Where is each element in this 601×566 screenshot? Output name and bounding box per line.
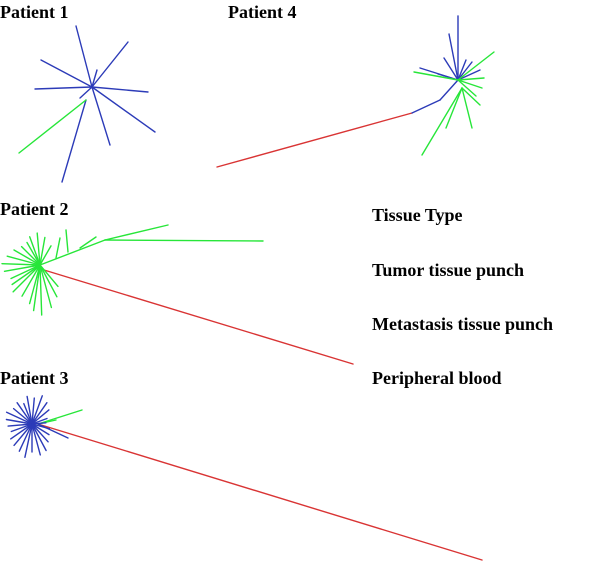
patient-1-branch-metastasis bbox=[91, 41, 129, 88]
patient-2-branch-tumor bbox=[6, 255, 41, 266]
patient-4-branch-tumor bbox=[457, 51, 495, 81]
patient-2-branch-tumor bbox=[12, 264, 41, 293]
patient-2-branch-tumor bbox=[39, 264, 43, 316]
patient-1-branch-metastasis bbox=[91, 86, 149, 93]
patient-3-branch-metastasis bbox=[26, 395, 33, 425]
patient-1-title: Patient 1 bbox=[0, 2, 68, 22]
patient-3-branch-metastasis bbox=[12, 407, 33, 425]
patient-2-branch-tumor bbox=[11, 264, 41, 286]
patient-3-branch-metastasis bbox=[7, 423, 33, 427]
patient-3-branch-metastasis bbox=[16, 402, 33, 425]
patient-1-branch-metastasis bbox=[75, 25, 93, 88]
patient-3-branch-metastasis bbox=[5, 418, 33, 425]
patient-4-branch-blood bbox=[216, 112, 413, 168]
patient-4-branch-tumor bbox=[457, 79, 477, 97]
legend-item-tumor: Tumor tissue punch bbox=[372, 260, 524, 280]
patient-3-title: Patient 3 bbox=[0, 368, 68, 388]
patient-3-branch-metastasis bbox=[31, 395, 43, 425]
patient-4-branch-tumor bbox=[457, 77, 485, 81]
patient-1-branch-metastasis bbox=[40, 59, 93, 88]
patient-4-branch-metastasis bbox=[411, 99, 441, 114]
patient-3-branch-metastasis bbox=[31, 423, 49, 443]
patient-2-title: Patient 2 bbox=[0, 199, 68, 219]
patient-3-branch-metastasis bbox=[31, 423, 50, 436]
patient-4-branch-tumor bbox=[445, 87, 463, 129]
legend-item-metastasis: Metastasis tissue punch bbox=[372, 314, 553, 334]
patient-2-branch-tumor bbox=[79, 236, 97, 249]
patient-2-branch-tumor bbox=[26, 241, 41, 266]
patient-1-branch-metastasis bbox=[79, 86, 93, 99]
patient-1-branch-metastasis bbox=[91, 69, 98, 88]
patient-4-title: Patient 4 bbox=[228, 2, 296, 22]
patient-4-branch-metastasis bbox=[457, 59, 467, 81]
patient-2-branch-tumor bbox=[28, 264, 41, 305]
patient-4-branch-tumor bbox=[421, 87, 463, 156]
patient-2-branch-tumor bbox=[39, 236, 46, 266]
patient-2-branch-tumor bbox=[36, 232, 41, 266]
patient-3-branch-metastasis bbox=[23, 402, 33, 425]
patient-2-branch-tumor bbox=[104, 224, 169, 241]
patient-4-tree bbox=[216, 15, 495, 168]
patient-3-branch-metastasis bbox=[31, 402, 48, 425]
patient-2-branch-tumor bbox=[39, 264, 53, 309]
patient-4-branch-tumor bbox=[413, 71, 459, 81]
patient-3-branch-metastasis bbox=[5, 411, 33, 425]
patient-3-tree bbox=[5, 395, 483, 561]
patient-4-branch-tumor bbox=[461, 87, 481, 106]
patient-4-branch-metastasis bbox=[457, 61, 473, 81]
patient-4-branch-tumor bbox=[461, 87, 473, 129]
patient-2-branch-tumor bbox=[39, 264, 59, 288]
patient-3-branch-metastasis bbox=[9, 423, 33, 440]
patient-2-branch-tumor bbox=[13, 249, 41, 266]
patient-3-branch-metastasis bbox=[31, 423, 51, 430]
patient-2-tree bbox=[1, 224, 354, 365]
patient-3-branch-metastasis bbox=[18, 423, 33, 452]
patient-2-branch-tumor bbox=[21, 264, 41, 297]
patient-3-branch-metastasis bbox=[24, 423, 33, 458]
patient-2-branch-tumor bbox=[20, 245, 41, 266]
patient-2-branch-tumor bbox=[32, 264, 41, 312]
patient-3-branch-metastasis bbox=[31, 423, 47, 452]
legend: Tissue Type Tumor tissue punch Metastasi… bbox=[372, 205, 553, 388]
patient-4-branch-metastasis bbox=[448, 33, 459, 81]
patient-2-branch-tumor bbox=[55, 237, 61, 259]
patient-1-branch-metastasis bbox=[34, 86, 93, 90]
patient-2-branch-tumor bbox=[39, 239, 106, 266]
legend-item-blood: Peripheral blood bbox=[372, 368, 502, 388]
patient-2-branch-tumor bbox=[65, 229, 69, 253]
patient-4-branch-metastasis bbox=[439, 79, 459, 101]
patient-1-branch-metastasis bbox=[91, 86, 156, 133]
patient-1-tree bbox=[18, 25, 156, 183]
patient-3-branch-blood bbox=[37, 423, 483, 561]
patient-3-branch-metastasis bbox=[31, 397, 35, 425]
patient-2-branch-tumor bbox=[1, 263, 41, 266]
legend-title: Tissue Type bbox=[372, 205, 463, 225]
patient-4-branch-metastasis bbox=[457, 69, 481, 81]
patient-3-branch-metastasis bbox=[31, 422, 47, 425]
patient-2-branch-tumor bbox=[104, 239, 264, 242]
patient-4-branch-tumor bbox=[457, 79, 483, 89]
patient-2-branch-tumor bbox=[10, 264, 41, 280]
patient-3-branch-metastasis bbox=[10, 423, 33, 433]
patient-4-branch-metastasis bbox=[443, 57, 459, 81]
patient-1-branch-tumor bbox=[18, 99, 87, 154]
patient-3-branch-metastasis bbox=[13, 423, 33, 447]
patient-2-branch-blood bbox=[43, 269, 354, 365]
patient-1-branch-metastasis bbox=[91, 86, 111, 146]
patient-2-branch-tumor bbox=[39, 264, 58, 298]
patient-2-branch-tumor bbox=[3, 264, 41, 272]
patient-3-branch-metastasis bbox=[31, 409, 50, 425]
patient-2-branch-tumor bbox=[39, 245, 52, 266]
patient-1-branch-metastasis bbox=[61, 99, 87, 183]
patient-2-branch-tumor bbox=[29, 236, 41, 266]
patient-3-branch-metastasis bbox=[31, 423, 41, 456]
